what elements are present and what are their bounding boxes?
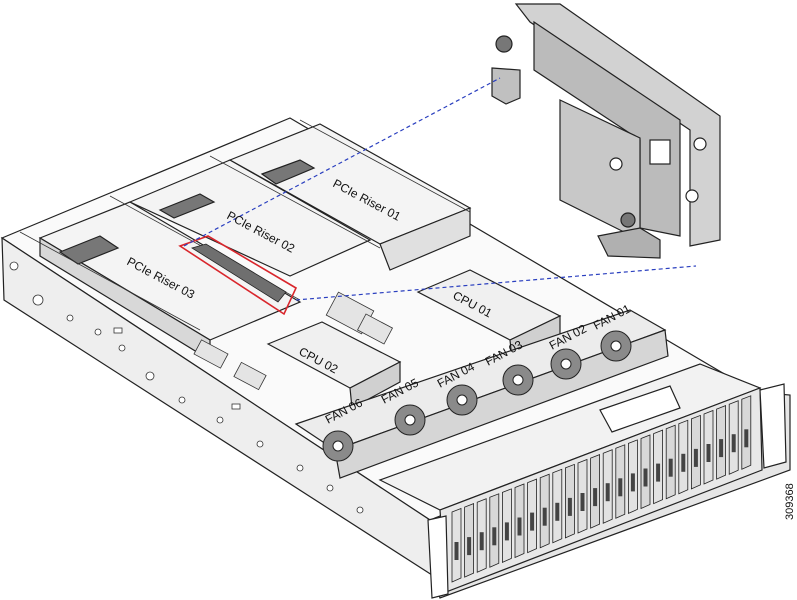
drive-slot-handle [719,439,724,458]
drive-slot-handle [504,522,509,541]
drive-slot-handle [542,507,547,526]
cpu-02-heatsink [266,321,402,409]
fans [322,330,632,462]
drive-slot-handle [479,532,484,551]
drive-slot-handle [643,468,648,487]
side-vents [9,261,364,514]
riser-02-cage [128,159,372,277]
drive-slot-handle [492,527,497,546]
rack-ears [427,383,787,599]
drive-slot-handle [630,473,635,492]
riser-03-cage [38,201,302,362]
drive-slot-handle [530,512,535,531]
drive-slot-handle [681,453,686,472]
drive-slot-handle [656,463,661,482]
drive-slot-handle [693,448,698,467]
riser-slot-highlight [178,235,298,316]
drive-slot-handle [618,478,623,497]
drive-slot-handle [580,493,585,511]
leader-lines [183,77,697,301]
riser-01-cage [228,123,472,271]
drive-slot-handle [593,488,598,507]
drive-slot-handle [706,444,711,462]
drive-slot-handle [555,502,560,521]
drive-slot-handle [517,517,522,536]
drive-slot-handle [567,497,572,516]
drive-slots [451,395,752,583]
board-components [193,291,394,391]
figure-number: 309368 [784,483,796,520]
drive-slot-handle [605,483,610,502]
drive-slot-handle [731,434,736,453]
drive-slot-handle [454,542,459,560]
drive-slot-handle [744,429,749,448]
riser-detail [491,3,721,259]
drive-slot-handle [467,537,472,556]
drive-slot-handle [668,458,673,477]
